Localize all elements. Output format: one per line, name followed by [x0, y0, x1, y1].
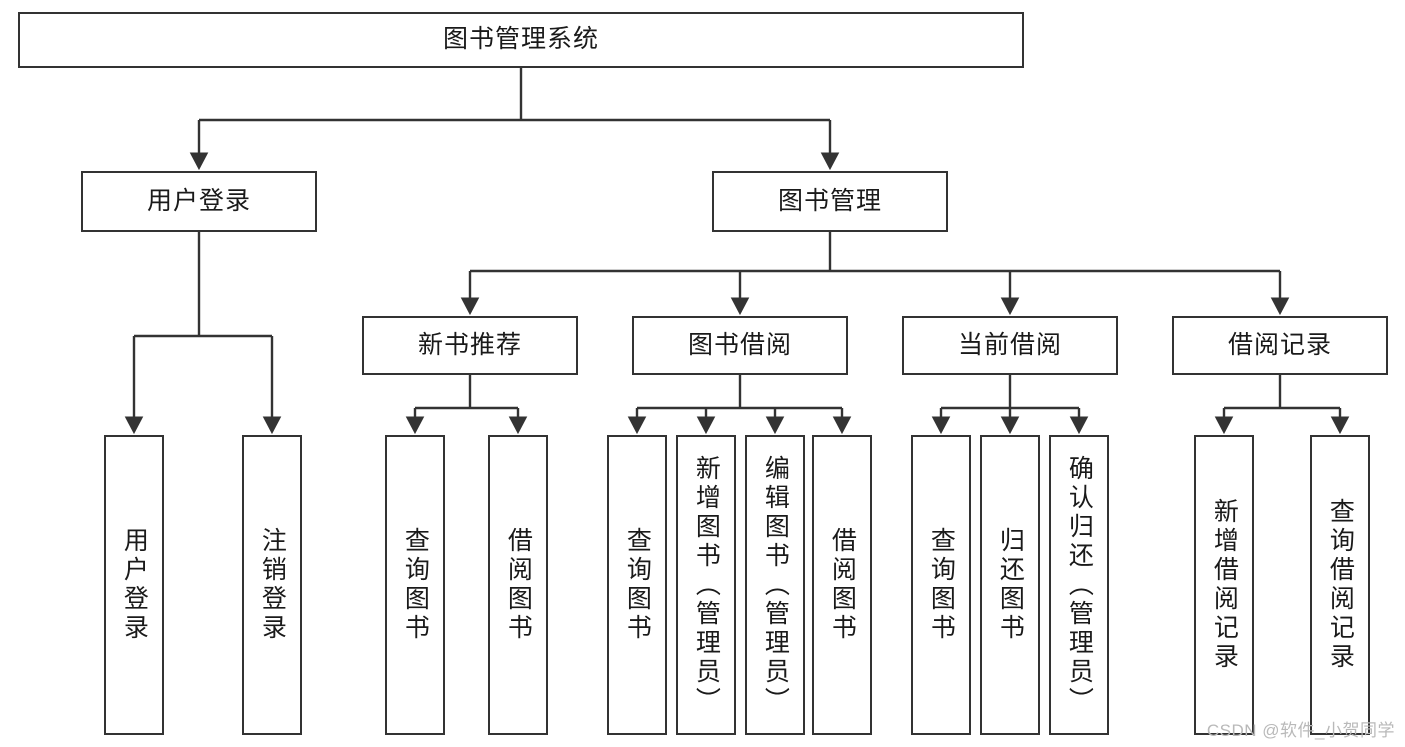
node-leaf-add-book[interactable]: 新增图书（管理员）: [676, 435, 736, 735]
node-book-borrow[interactable]: 图书借阅: [632, 316, 848, 375]
node-user-login[interactable]: 用户登录: [81, 171, 317, 232]
node-leaf-query-book-rec[interactable]: 查询图书: [385, 435, 445, 735]
node-borrow-record[interactable]: 借阅记录: [1172, 316, 1388, 375]
csdn-watermark: CSDN @软件_小贺同学: [1206, 721, 1395, 740]
connector-newbookrec-to-leaves: [405, 375, 528, 435]
connector-userlogin-to-leaves: [124, 232, 282, 435]
node-label: 查询图书: [927, 527, 956, 643]
node-book-manage[interactable]: 图书管理: [712, 171, 948, 232]
node-leaf-add-borrow-record[interactable]: 新增借阅记录: [1194, 435, 1254, 735]
node-leaf-confirm-return[interactable]: 确认归还（管理员）: [1049, 435, 1109, 735]
node-leaf-return-book[interactable]: 归还图书: [980, 435, 1040, 735]
connector-bookborrow-to-leaves: [627, 375, 852, 435]
node-label: 新增借阅记录: [1210, 498, 1239, 672]
node-label: 归还图书: [996, 527, 1025, 643]
node-leaf-user-login[interactable]: 用户登录: [104, 435, 164, 735]
connector-root-to-level2: [189, 68, 840, 171]
node-leaf-borrow-book[interactable]: 借阅图书: [812, 435, 872, 735]
node-label: 新增图书（管理员）: [692, 454, 721, 716]
node-root-system[interactable]: 图书管理系统: [18, 12, 1024, 68]
connector-bookmanage-to-level3: [460, 232, 1290, 316]
node-label: 编辑图书（管理员）: [761, 454, 790, 716]
node-leaf-query-book-current[interactable]: 查询图书: [911, 435, 971, 735]
node-label: 查询图书: [401, 527, 430, 643]
connector-currentborrow-to-leaves: [931, 375, 1089, 435]
node-leaf-edit-book[interactable]: 编辑图书（管理员）: [745, 435, 805, 735]
node-label: 借阅图书: [504, 527, 533, 643]
node-new-book-recommend[interactable]: 新书推荐: [362, 316, 578, 375]
node-leaf-query-book-borrow[interactable]: 查询图书: [607, 435, 667, 735]
node-label: 注销登录: [258, 527, 287, 643]
node-label: 用户登录: [120, 527, 149, 643]
node-label: 借阅图书: [828, 527, 857, 643]
node-label: 确认归还（管理员）: [1065, 454, 1094, 716]
node-leaf-query-borrow-record[interactable]: 查询借阅记录: [1310, 435, 1370, 735]
node-label: 查询借阅记录: [1326, 498, 1355, 672]
node-label: 查询图书: [623, 527, 652, 643]
connector-borrowrecord-to-leaves: [1214, 375, 1350, 435]
node-current-borrow[interactable]: 当前借阅: [902, 316, 1118, 375]
node-leaf-logout[interactable]: 注销登录: [242, 435, 302, 735]
node-leaf-borrow-book-rec[interactable]: 借阅图书: [488, 435, 548, 735]
